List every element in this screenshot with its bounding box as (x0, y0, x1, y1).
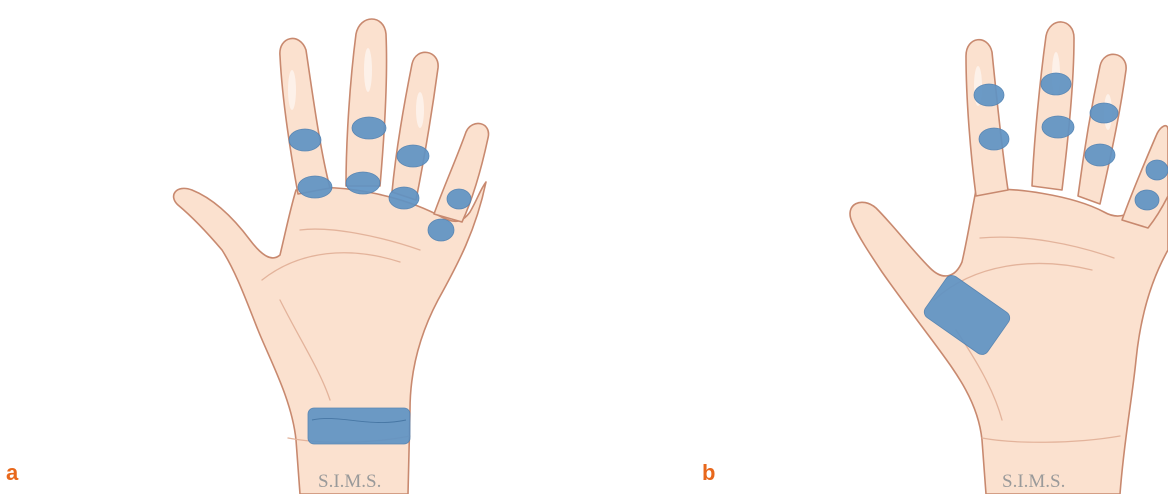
spot-middle-distal-b (1041, 73, 1071, 95)
spot-ring-distal-b (1090, 103, 1118, 123)
spot-ring-proximal-b (1085, 144, 1115, 166)
spot-middle-mcp-a (346, 172, 380, 194)
spot-little-distal-b (1146, 160, 1168, 180)
spot-little-mcp-a (428, 219, 454, 241)
spot-little-pip-a (447, 189, 471, 209)
spot-index-distal-b (974, 84, 1004, 106)
spot-middle-proximal-b (1042, 116, 1074, 138)
index-finger-b (966, 40, 1008, 196)
watermark-a: S.I.M.S. (318, 471, 381, 492)
spot-index-mcp-a (298, 176, 332, 198)
figure-panel-a: S.I.M.S. a (0, 0, 584, 494)
spot-middle-pip-a (352, 117, 386, 139)
spot-ring-pip-a (397, 145, 429, 167)
hand-illustration-a: S.I.M.S. (0, 0, 584, 494)
spot-wrist-a (308, 408, 410, 444)
watermark-b: S.I.M.S. (1002, 471, 1065, 492)
panel-label-a: a (6, 460, 18, 486)
index-finger-a (280, 39, 330, 194)
palm-b (850, 160, 1168, 494)
ring-finger-b (1078, 54, 1126, 204)
spot-ring-mcp-a (389, 187, 419, 209)
figure-panel-b: S.I.M.S. b (584, 0, 1168, 494)
ring-finger-a (392, 52, 438, 200)
panel-label-b: b (702, 460, 715, 486)
middle-finger-b (1032, 22, 1074, 190)
middle-finger-a (346, 19, 387, 186)
spot-index-proximal-b (979, 128, 1009, 150)
spot-index-pip-a (289, 129, 321, 151)
spot-little-proximal-b (1135, 190, 1159, 210)
hand-b (850, 22, 1168, 494)
hand-illustration-b: S.I.M.S. (584, 0, 1168, 494)
